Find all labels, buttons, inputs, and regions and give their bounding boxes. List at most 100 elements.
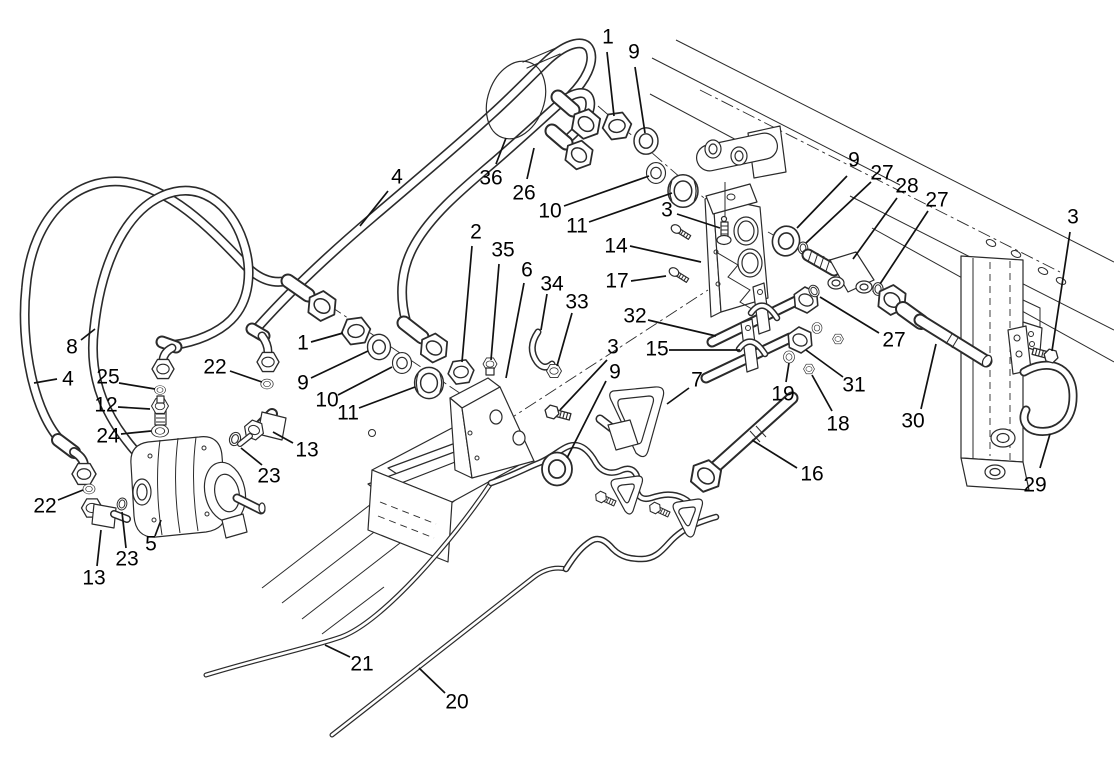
callout-24: 24	[96, 425, 120, 448]
callout-18: 18	[826, 413, 849, 436]
plug-35	[482, 357, 498, 376]
callout-3: 3	[607, 336, 619, 359]
callout-25: 25	[96, 366, 119, 389]
leader-line-27	[805, 181, 872, 244]
leader-line-12	[117, 406, 151, 410]
bracket-6	[449, 377, 535, 479]
ring-24	[150, 424, 170, 438]
leader-line-22	[57, 489, 84, 501]
leader-line-36	[495, 137, 507, 165]
hose-clamp-assembly	[700, 251, 824, 384]
leader-line-9	[566, 380, 607, 459]
elbow-13-left	[80, 498, 131, 529]
leader-line-1	[606, 51, 615, 117]
screw-17	[667, 265, 691, 285]
callout-9: 9	[848, 149, 860, 172]
ring-22	[82, 483, 96, 495]
callout-12: 12	[94, 394, 117, 417]
leader-line-17	[630, 275, 667, 282]
hose-26	[397, 88, 596, 326]
leader-line-9	[634, 66, 646, 134]
fitting-28	[801, 248, 875, 294]
callout-13: 13	[82, 567, 105, 590]
callout-34: 34	[540, 273, 564, 296]
leader-line-13	[96, 529, 102, 567]
bolt-3	[542, 403, 573, 424]
callout-2: 2	[470, 221, 482, 244]
callout-9: 9	[609, 361, 621, 384]
hose-end-fitting	[280, 273, 343, 327]
leader-line-27	[879, 210, 929, 285]
callout-28: 28	[895, 175, 918, 198]
callout-31: 31	[842, 374, 865, 397]
callout-11: 11	[337, 402, 359, 425]
leader-line-19	[785, 362, 790, 383]
callout-14: 14	[604, 235, 628, 258]
ring-22	[260, 378, 274, 390]
hose-guide-7	[595, 386, 665, 458]
callout-16: 16	[800, 463, 823, 486]
callout-17: 17	[605, 270, 628, 293]
leader-line-21	[324, 644, 351, 658]
callout-15: 15	[645, 338, 668, 361]
callout-33: 33	[565, 291, 588, 314]
callout-4: 4	[391, 166, 403, 189]
callout-7: 7	[691, 369, 703, 392]
leader-line-20	[418, 667, 446, 694]
hose-30	[871, 279, 993, 368]
hose-8-inner	[88, 185, 254, 457]
leader-line-28	[852, 197, 898, 260]
washer-9	[633, 127, 659, 155]
screw-17	[669, 222, 693, 242]
callout-11: 11	[566, 215, 588, 238]
leader-line-1	[310, 332, 344, 343]
leader-line-7	[666, 387, 690, 405]
leader-line-3	[559, 359, 608, 411]
leader-line-8	[80, 328, 96, 341]
hose-guide-loop	[593, 475, 644, 515]
leader-line-9	[796, 175, 848, 229]
leader-line-13	[272, 431, 294, 444]
leader-line-11	[358, 386, 416, 409]
hose-end-fitting	[396, 315, 454, 368]
callout-29: 29	[1023, 474, 1046, 497]
grease-fitting-3	[716, 182, 732, 246]
callout-3: 3	[1067, 206, 1079, 229]
hose-elbow-end	[51, 433, 97, 486]
hose-clamp-36	[485, 47, 561, 140]
callout-27: 27	[882, 329, 905, 352]
washer-9	[768, 222, 804, 260]
nut-2	[445, 358, 477, 386]
leader-line-29	[1039, 433, 1051, 469]
leader-line-10	[337, 366, 393, 396]
callout-27: 27	[925, 189, 948, 212]
leader-line-5	[154, 519, 162, 537]
callout-6: 6	[521, 259, 533, 282]
callout-9: 9	[628, 41, 640, 64]
callout-23: 23	[257, 465, 280, 488]
tube-wavy-lower	[562, 513, 720, 573]
leader-line-31	[805, 349, 844, 378]
leader-line-18	[811, 374, 833, 412]
ring-10	[391, 351, 413, 375]
fitting-12	[150, 395, 170, 426]
tube-21	[203, 480, 494, 678]
nut-1	[339, 315, 373, 347]
callout-19: 19	[771, 383, 794, 406]
leader-line-35	[490, 263, 500, 361]
leader-line-22	[229, 370, 263, 383]
callout-22: 22	[203, 356, 226, 379]
ring-10	[645, 161, 667, 185]
callout-1: 1	[297, 332, 309, 355]
elbow-b	[245, 322, 280, 373]
leader-line-3	[1051, 231, 1071, 352]
leader-line-16	[751, 439, 798, 469]
tube-16	[683, 391, 799, 498]
nut-18	[803, 363, 815, 375]
callout-36: 36	[479, 167, 502, 190]
clevis-bracket	[696, 125, 787, 179]
leader-line-11	[588, 192, 673, 223]
leader-line-34	[540, 293, 548, 331]
nut-1	[600, 110, 634, 142]
